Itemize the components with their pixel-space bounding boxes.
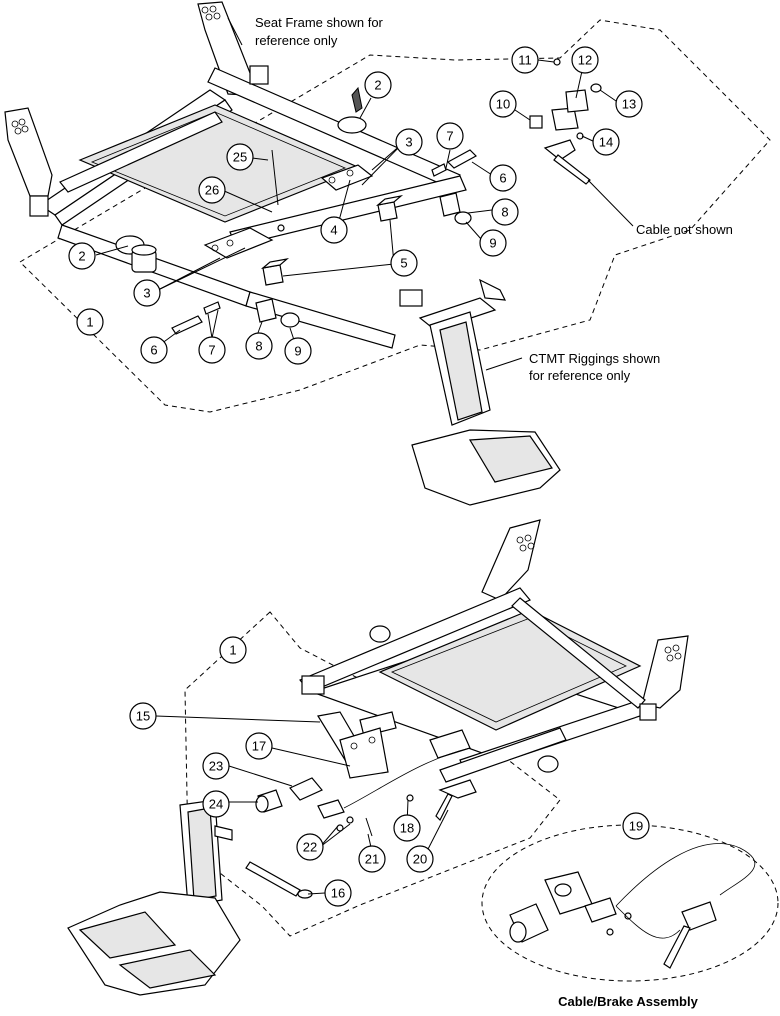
callout-8a: 8 bbox=[491, 198, 519, 226]
callout-25: 25 bbox=[226, 143, 254, 171]
callout-9b: 9 bbox=[284, 337, 312, 365]
callout-16: 16 bbox=[324, 879, 352, 907]
callout-9a: 9 bbox=[479, 229, 507, 257]
bottom-assembly-view: 1 15 17 23 24 18 22 21 20 16 19 Cable/Br… bbox=[67, 519, 779, 1009]
callout-2b: 2 bbox=[68, 242, 96, 270]
svg-text:7: 7 bbox=[208, 343, 215, 358]
svg-text:9: 9 bbox=[489, 236, 496, 251]
svg-text:17: 17 bbox=[252, 739, 266, 754]
callout-6a: 6 bbox=[489, 164, 517, 192]
svg-text:2: 2 bbox=[374, 78, 381, 93]
svg-text:2: 2 bbox=[78, 249, 85, 264]
part-2-right bbox=[337, 86, 367, 134]
leaders-top bbox=[95, 17, 634, 371]
cable-brake-assembly-detail bbox=[481, 824, 779, 982]
parts-23-24 bbox=[255, 777, 323, 813]
svg-text:13: 13 bbox=[622, 97, 636, 112]
parts-6-9-right bbox=[431, 149, 477, 225]
ctmt-rigging-top bbox=[411, 278, 561, 506]
callout-1a: 1 bbox=[76, 308, 104, 336]
callout-1b: 1 bbox=[219, 636, 247, 664]
svg-text:11: 11 bbox=[518, 53, 532, 68]
parts-15-17 bbox=[317, 711, 471, 779]
svg-text:1: 1 bbox=[229, 643, 236, 658]
callout-22: 22 bbox=[296, 833, 324, 861]
svg-text:14: 14 bbox=[599, 135, 613, 150]
kit-boundary-top bbox=[19, 19, 771, 413]
svg-text:8: 8 bbox=[255, 339, 262, 354]
callout-3a: 3 bbox=[395, 128, 423, 156]
callout-14: 14 bbox=[592, 128, 620, 156]
parts-25-26 bbox=[271, 149, 285, 232]
svg-text:20: 20 bbox=[413, 852, 427, 867]
seat-frame-bottom bbox=[299, 519, 689, 783]
svg-text:18: 18 bbox=[400, 821, 414, 836]
svg-text:7: 7 bbox=[446, 129, 453, 144]
svg-text:26: 26 bbox=[205, 183, 219, 198]
svg-text:10: 10 bbox=[496, 97, 510, 112]
callout-6b: 6 bbox=[140, 336, 168, 364]
leaders-bottom bbox=[155, 715, 449, 895]
callout-11: 11 bbox=[511, 46, 539, 74]
callout-8b: 8 bbox=[245, 332, 273, 360]
callout-7a: 7 bbox=[436, 122, 464, 150]
svg-text:3: 3 bbox=[405, 135, 412, 150]
part-3-brackets bbox=[203, 164, 374, 259]
cable-not-shown-note: Cable not shown bbox=[636, 222, 733, 237]
callout-3b: 3 bbox=[133, 279, 161, 307]
callout-23: 23 bbox=[202, 752, 230, 780]
callout-20: 20 bbox=[406, 845, 434, 873]
callout-17: 17 bbox=[245, 732, 273, 760]
svg-text:25: 25 bbox=[233, 150, 247, 165]
top-assembly-view: Seat Frame shown for reference only Cabl… bbox=[4, 1, 771, 506]
callout-21: 21 bbox=[358, 845, 386, 873]
callout-12: 12 bbox=[571, 46, 599, 74]
callout-2a: 2 bbox=[364, 71, 392, 99]
callout-13: 13 bbox=[615, 90, 643, 118]
ctmt-note-line-1: CTMT Riggings shown bbox=[529, 351, 660, 366]
parts-10-14-brake bbox=[529, 58, 602, 185]
svg-text:8: 8 bbox=[501, 205, 508, 220]
part-5-blocks bbox=[260, 194, 404, 286]
callout-10: 10 bbox=[489, 90, 517, 118]
svg-text:6: 6 bbox=[150, 343, 157, 358]
svg-text:24: 24 bbox=[209, 797, 223, 812]
svg-text:9: 9 bbox=[294, 344, 301, 359]
svg-text:3: 3 bbox=[143, 286, 150, 301]
seat-frame-note-line-2: reference only bbox=[255, 33, 338, 48]
svg-text:16: 16 bbox=[331, 886, 345, 901]
svg-text:23: 23 bbox=[209, 759, 223, 774]
callout-26: 26 bbox=[198, 176, 226, 204]
svg-text:5: 5 bbox=[400, 256, 407, 271]
svg-text:12: 12 bbox=[578, 53, 592, 68]
svg-text:6: 6 bbox=[499, 171, 506, 186]
part-2-left bbox=[115, 235, 157, 273]
svg-text:15: 15 bbox=[136, 709, 150, 724]
callout-24: 24 bbox=[202, 790, 230, 818]
callout-4: 4 bbox=[320, 216, 348, 244]
svg-text:19: 19 bbox=[629, 819, 643, 834]
callout-5: 5 bbox=[390, 249, 418, 277]
callout-18: 18 bbox=[393, 814, 421, 842]
cable-brake-assembly-caption: Cable/Brake Assembly bbox=[558, 994, 698, 1009]
seat-frame-note-line-1: Seat Frame shown for bbox=[255, 15, 384, 30]
svg-text:4: 4 bbox=[330, 223, 337, 238]
callout-7b: 7 bbox=[198, 336, 226, 364]
ctmt-note-line-2: for reference only bbox=[529, 368, 631, 383]
seat-frame bbox=[4, 1, 467, 349]
ctmt-rigging-bottom bbox=[67, 799, 241, 996]
parts-18-22-cable bbox=[317, 747, 477, 837]
svg-text:22: 22 bbox=[303, 840, 317, 855]
part-16-tube bbox=[245, 861, 313, 899]
parts-6-9-left bbox=[171, 298, 300, 335]
callout-19: 19 bbox=[622, 812, 650, 840]
callout-15: 15 bbox=[129, 702, 157, 730]
svg-text:1: 1 bbox=[86, 315, 93, 330]
svg-text:21: 21 bbox=[365, 852, 379, 867]
